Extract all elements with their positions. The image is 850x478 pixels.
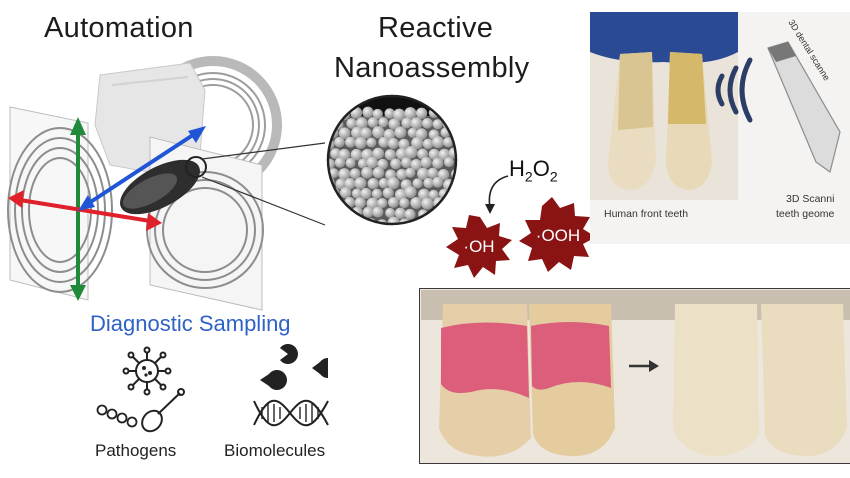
scan-caption-line1: 3D Scanni <box>786 193 834 205</box>
dna-icon <box>253 399 329 427</box>
radical-burst-oh <box>446 215 512 278</box>
coil-system-illustration <box>7 56 326 311</box>
virus-icon <box>122 346 172 396</box>
biomolecules-caption: Biomolecules <box>224 441 326 460</box>
pathogens-caption: Pathogens <box>95 441 177 460</box>
scanner-icon <box>767 41 841 174</box>
zoom-line-bottom <box>201 176 326 226</box>
front-teeth-scanner-panel: 3D dental scanne Human front teeth 3D Sc… <box>590 12 850 244</box>
radical-bursts: ·OH ·OOH <box>446 197 596 278</box>
wifi-signal-icon <box>715 57 753 123</box>
nanoassembly-sem-icon <box>326 94 458 226</box>
teeth-after <box>673 304 847 457</box>
diagnostic-sampling-heading: Diagnostic Sampling <box>90 311 291 336</box>
radical-burst-ooh <box>519 197 596 272</box>
zoom-line-top <box>201 142 326 160</box>
reaction-arrow <box>485 175 509 214</box>
coil-panel-left <box>7 106 113 301</box>
radical-oh-label: ·OH <box>463 237 494 256</box>
axis-x-red <box>8 190 162 231</box>
automation-heading: Automation <box>44 12 194 44</box>
axis-z-blue <box>78 126 206 211</box>
radical-ooh-label: ·OOH <box>536 226 580 245</box>
arrow-right-icon <box>629 360 659 372</box>
reactive-heading-line2: Nanoassembly <box>334 52 530 84</box>
swab-icon <box>141 388 185 433</box>
microrobot-icon <box>120 156 207 215</box>
pacman-molecule-icon <box>260 344 328 390</box>
front-teeth-caption: Human front teeth <box>604 208 688 220</box>
h2o2-label: H2O2 <box>509 156 558 185</box>
scan-caption-line2: teeth geome <box>776 208 835 220</box>
before-after-teeth-photo <box>419 288 850 464</box>
teeth-before <box>439 304 615 457</box>
reactive-heading-line1: Reactive <box>378 12 494 44</box>
bacteria-chain-icon <box>96 404 138 428</box>
